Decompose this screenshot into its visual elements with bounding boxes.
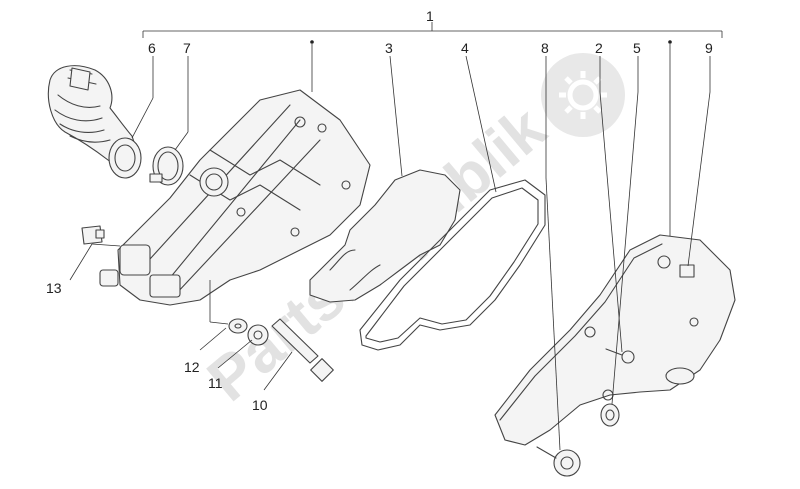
filter-element — [309, 169, 461, 303]
callout-4: 4 — [461, 40, 469, 56]
callout-7: 7 — [183, 40, 191, 56]
watermark-gear-icon — [541, 53, 625, 137]
callout-11: 11 — [208, 375, 223, 391]
callout-12: 12 — [184, 359, 200, 375]
bolt — [271, 318, 334, 382]
lock-washer — [247, 324, 269, 346]
callout-6: 6 — [148, 40, 156, 56]
callout-9: 9 — [705, 40, 713, 56]
assembly-bracket — [142, 22, 723, 38]
callout-13: 13 — [46, 280, 62, 296]
callout-labels: 1 2 3 4 5 6 7 8 9 10 11 12 13 — [46, 8, 713, 413]
callout-3: 3 — [385, 40, 393, 56]
knob-screw — [536, 446, 581, 477]
callout-5: 5 — [633, 40, 641, 56]
hose-clamp — [149, 146, 184, 186]
clip-nut — [81, 225, 105, 245]
callout-1: 1 — [426, 8, 434, 24]
leader-lines — [69, 40, 711, 451]
grommet — [600, 403, 620, 427]
callout-8: 8 — [541, 40, 549, 56]
air-box-housing — [99, 89, 371, 306]
intake-duct — [47, 65, 142, 179]
screw — [605, 348, 635, 364]
callout-10: 10 — [252, 397, 268, 413]
gasket — [359, 179, 546, 351]
callout-2: 2 — [595, 40, 603, 56]
washer — [228, 318, 248, 334]
air-box-cover — [494, 234, 736, 446]
